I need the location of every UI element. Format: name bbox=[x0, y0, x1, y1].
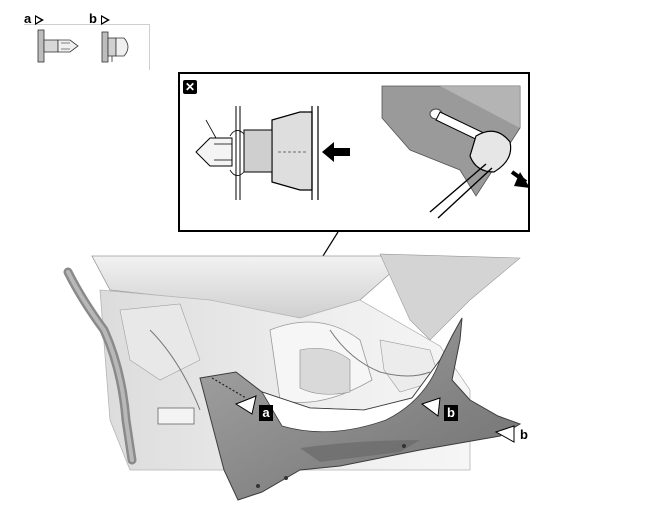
legend-item-a: a bbox=[24, 11, 45, 26]
legend-item-b: b bbox=[89, 12, 110, 25]
callout-a: a bbox=[259, 405, 273, 421]
cross-mark-icon: ✕ bbox=[183, 80, 197, 94]
tool-removal-view bbox=[381, 85, 530, 219]
clip-legend bbox=[24, 24, 150, 70]
callout-b-upper: b bbox=[444, 405, 458, 421]
clip-marker-b-lower bbox=[494, 425, 515, 443]
clip-b-illustration bbox=[101, 31, 129, 63]
legend-label-a: a bbox=[24, 11, 32, 26]
legend-label-b: b bbox=[89, 11, 97, 26]
push-arrow-left-icon bbox=[322, 142, 350, 162]
open-triangle-icon bbox=[100, 14, 110, 25]
pillar-trim-panel bbox=[199, 317, 522, 501]
clip-a-illustration bbox=[37, 29, 79, 63]
detail-inset bbox=[178, 72, 530, 232]
open-triangle-icon bbox=[35, 14, 45, 25]
callout-b-lower: b bbox=[520, 427, 528, 442]
clip-marker-b-upper bbox=[420, 397, 441, 417]
clip-cross-section bbox=[195, 106, 319, 200]
clip-marker-a bbox=[234, 395, 257, 415]
